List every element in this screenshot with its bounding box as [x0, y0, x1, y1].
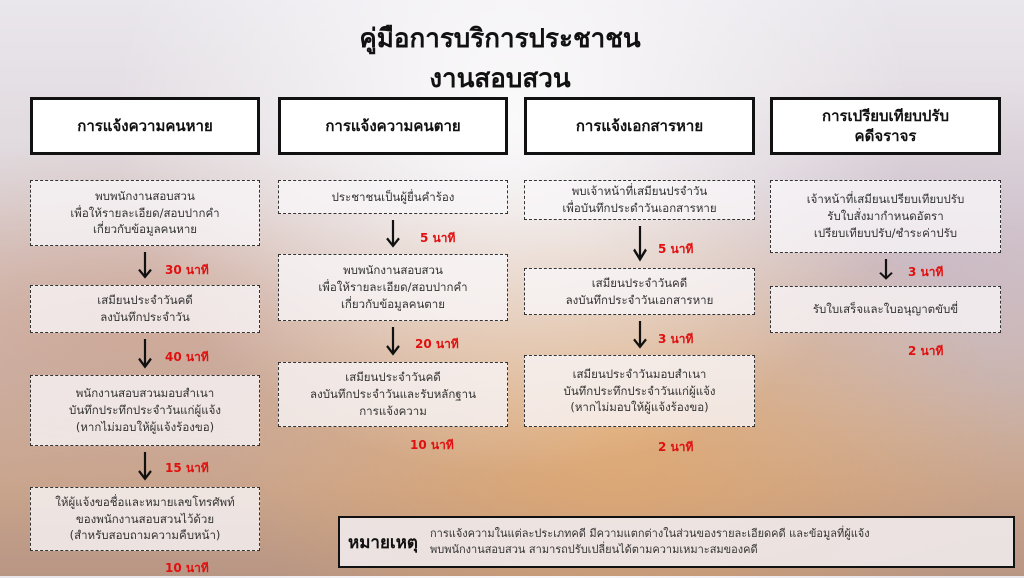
step-duration: 2 นาที	[908, 344, 944, 358]
page-title-line2: งานสอบสวน	[429, 64, 571, 94]
column-header: การแจ้งความคนตาย	[278, 97, 508, 155]
column-header: การแจ้งความคนหาย	[30, 97, 260, 155]
step-duration: 10 นาที	[165, 561, 209, 575]
step-duration: 3 นาที	[908, 265, 944, 279]
note-text: การแจ้งความในแต่ละประเภทคดี มีความแตกต่า…	[429, 526, 870, 557]
step-box: พบพนักงานสอบสวน เพื่อให้รายละเอียด/สอบปา…	[30, 180, 260, 246]
page-title-line1: คู่มือการบริการประชาชน	[359, 24, 641, 54]
step-duration: 5 นาที	[420, 231, 456, 245]
step-duration: 2 นาที	[658, 440, 694, 454]
step-box: พบเจ้าหน้าที่เสมียนปรจำวัน เพื่อบันทึกปร…	[524, 180, 755, 220]
column-header: การแจ้งเอกสารหาย	[524, 97, 755, 155]
arrow-down-icon	[138, 252, 152, 279]
step-duration: 40 นาที	[165, 350, 209, 364]
arrow-down-icon	[386, 327, 400, 356]
step-duration: 15 นาที	[165, 461, 209, 475]
step-duration: 5 นาที	[658, 242, 694, 256]
step-box: เสมียนประจำวันคดี ลงบันทึกประจำวันและรับ…	[278, 362, 508, 427]
step-duration: 20 นาที	[415, 337, 459, 351]
arrow-down-icon	[138, 452, 152, 481]
step-box: ให้ผู้แจ้งขอชื่อและหมายเลขโทรศัพท์ ของพน…	[30, 487, 260, 551]
arrow-down-icon	[386, 220, 400, 248]
note-box: หมายเหตุ การแจ้งความในแต่ละประเภทคดี มีค…	[338, 516, 1015, 568]
note-label: หมายเหตุ	[348, 532, 418, 553]
arrow-down-icon	[878, 259, 893, 280]
step-box: พบพนักงานสอบสวน เพื่อให้รายละเอียด/สอบปา…	[278, 254, 508, 321]
step-box: เสมียนประจำวันมอบสำเนา บันทึกประทึกประจำ…	[524, 355, 755, 427]
step-box: รับใบเสร็จและใบอนุญาตขับขี่	[770, 286, 1001, 333]
step-duration: 3 นาที	[658, 332, 694, 346]
column-header: การเปรียบเทียบปรับ คดีจราจร	[770, 97, 1001, 155]
step-box: เสมียนประจำวันคดี ลงบันทึกประจำวัน	[30, 285, 260, 333]
step-box: เจ้าหน้าที่เสมียนเปรียบเทียบปรับ รับใบสั…	[770, 180, 1001, 253]
step-box: ประชาชนเป็นผู้ยื่นคำร้อง	[278, 180, 508, 214]
step-box: พนักงานสอบสวนมอบสำเนา บันทึกประทึกประจำว…	[30, 375, 260, 446]
arrow-down-icon	[632, 226, 647, 262]
step-box: เสมียนประจำวันคดี ลงบันทึกประจำวันเอกสาร…	[524, 268, 755, 315]
arrow-down-icon	[138, 339, 152, 369]
step-duration: 30 นาที	[165, 263, 209, 277]
arrow-down-icon	[632, 321, 647, 349]
step-duration: 10 นาที	[410, 438, 454, 452]
